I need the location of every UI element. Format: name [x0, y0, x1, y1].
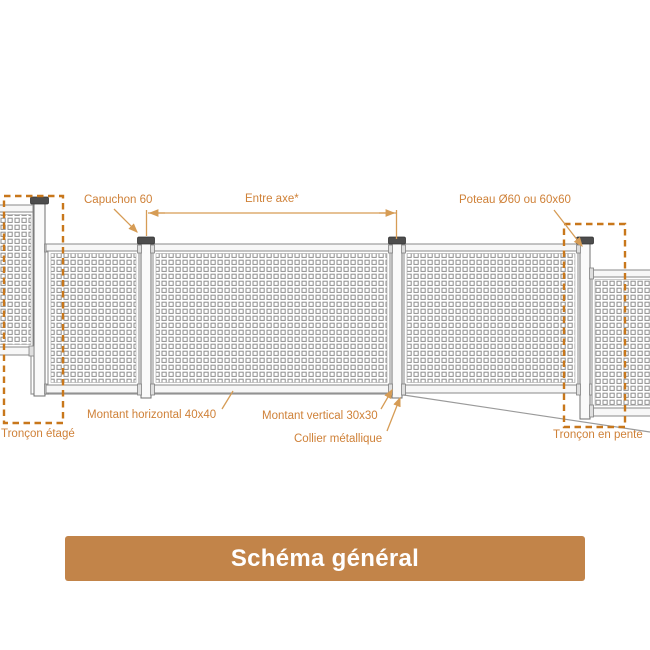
ground-lines — [30, 356, 650, 433]
poteau-label: Poteau Ø60 ou 60x60 — [459, 194, 571, 206]
etage-post-cap — [30, 196, 49, 205]
etage-section — [0, 196, 49, 397]
capuchon-leader — [113, 208, 138, 233]
poteau-leader — [553, 209, 583, 248]
post-caps — [137, 236, 594, 245]
panel-1 — [50, 253, 137, 383]
collier-leader — [386, 396, 401, 432]
troncon-etage-label: Tronçon étagé — [1, 428, 75, 440]
troncon-en-pente-label: Tronçon en pente — [553, 429, 643, 441]
post-2 — [391, 241, 403, 399]
entre-axe-dimension — [145, 209, 398, 239]
collier-metallique-label: Collier métallique — [294, 433, 383, 445]
montant-horizontal-label: Montant horizontal 40x40 — [87, 409, 217, 421]
title-bar-text: Schéma général — [230, 544, 420, 572]
section-title-bar: Schéma général — [65, 536, 585, 581]
montant-vertical-leader — [380, 388, 393, 410]
panel-3 — [406, 253, 576, 383]
main-fence — [45, 236, 594, 420]
capuchon-label: Capuchon 60 — [84, 194, 153, 206]
panel-2 — [155, 253, 388, 383]
montant-vertical-label: Montant vertical 30x30 — [262, 410, 378, 422]
post-1 — [140, 241, 152, 399]
montant-horizontal-leader — [221, 390, 234, 410]
entre-axe-label: Entre axe* — [245, 193, 299, 205]
pente-section — [589, 267, 650, 418]
leader-lines — [113, 208, 583, 432]
post-3 — [579, 241, 591, 420]
